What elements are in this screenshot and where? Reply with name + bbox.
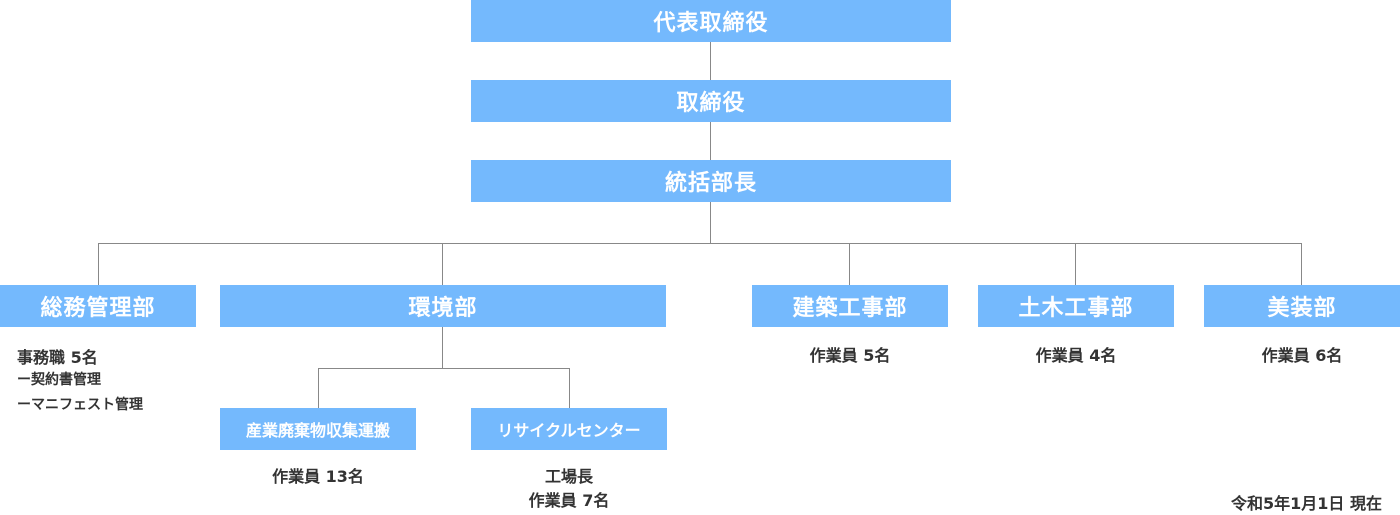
- waste-transport-label: 産業廃棄物収集運搬: [245, 421, 390, 440]
- director-box: 取締役: [471, 80, 951, 122]
- as-of-date: 令和5年1月1日 現在: [1231, 494, 1382, 513]
- general-affairs-label: 総務管理部: [40, 296, 156, 321]
- general-manager-label: 統括部長: [664, 171, 757, 196]
- interior-box: 美装部: [1204, 285, 1400, 327]
- department-bus-line: [98, 243, 1302, 244]
- connector-gm-bus: [710, 202, 711, 243]
- civil-staff: 作業員 4名: [1035, 346, 1117, 365]
- drop-civil: [1075, 243, 1076, 285]
- construction-label: 建築工事部: [792, 296, 908, 321]
- waste-transport-staff: 作業員 13名: [272, 467, 364, 486]
- connector-director-gm: [710, 122, 711, 160]
- recycle-center-manager: 工場長: [544, 467, 593, 486]
- general-affairs-box: 総務管理部: [0, 285, 196, 327]
- director-label: 取締役: [676, 91, 746, 116]
- general-affairs-note-contracts: ー契約書管理: [17, 372, 101, 388]
- environment-box: 環境部: [220, 285, 666, 327]
- drop-recycle-center: [569, 368, 570, 408]
- environment-label: 環境部: [408, 296, 478, 321]
- connector-env-sub: [442, 327, 443, 368]
- civil-label: 土木工事部: [1018, 296, 1134, 321]
- ceo-box: 代表取締役: [471, 0, 951, 42]
- interior-staff: 作業員 6名: [1261, 346, 1343, 365]
- ceo-label: 代表取締役: [653, 11, 769, 36]
- recycle-center-box: リサイクルセンター: [471, 408, 667, 450]
- drop-environment: [442, 243, 443, 285]
- construction-staff: 作業員 5名: [809, 346, 891, 365]
- interior-label: 美装部: [1267, 296, 1337, 321]
- civil-box: 土木工事部: [978, 285, 1174, 327]
- recycle-center-label: リサイクルセンター: [497, 421, 641, 440]
- general-affairs-note-staff: 事務職 5名: [17, 348, 98, 367]
- waste-transport-box: 産業廃棄物収集運搬: [220, 408, 416, 450]
- general-manager-box: 統括部長: [471, 160, 951, 202]
- general-affairs-note-manifest: ーマニフェスト管理: [17, 397, 143, 413]
- drop-construction: [849, 243, 850, 285]
- env-sub-bus-line: [318, 368, 570, 369]
- construction-box: 建築工事部: [752, 285, 948, 327]
- drop-waste-transport: [318, 368, 319, 408]
- recycle-center-staff: 作業員 7名: [528, 491, 610, 510]
- drop-interior: [1301, 243, 1302, 285]
- connector-ceo-director: [710, 42, 711, 80]
- drop-general-affairs: [98, 243, 99, 285]
